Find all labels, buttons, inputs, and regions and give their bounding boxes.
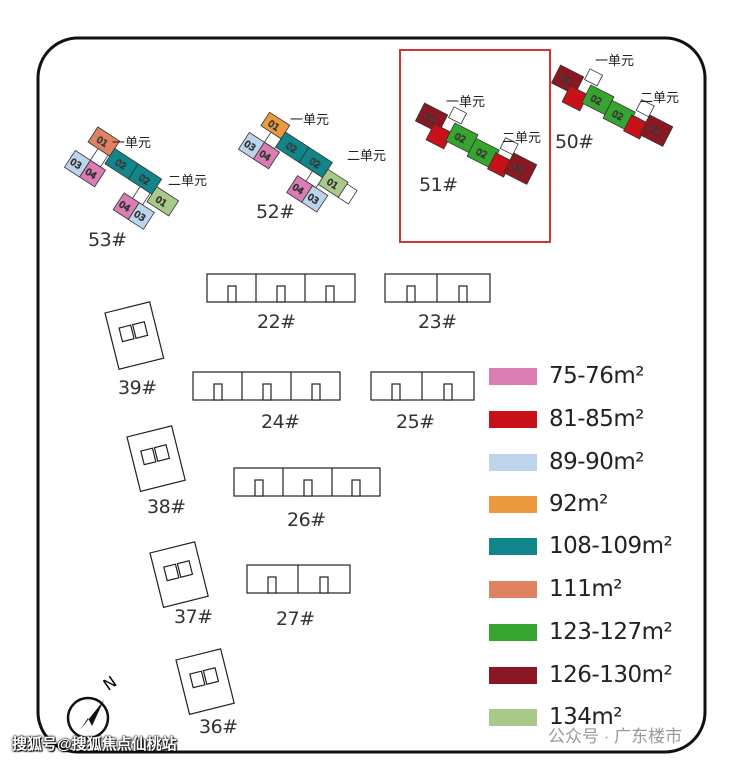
legend-label: 89-90m² [549, 449, 644, 475]
building-52-label: 52# [256, 201, 295, 223]
building-24-label: 24# [261, 411, 300, 433]
legend-swatch [489, 666, 537, 684]
building-23-outline [384, 273, 491, 303]
legend-label: 92m² [549, 491, 608, 517]
building-38-label: 38# [147, 496, 186, 518]
legend-swatch [489, 367, 537, 385]
building-39-label: 39# [118, 377, 157, 399]
legend-item: 134m² [489, 704, 623, 730]
highlight-box-51 [399, 49, 551, 243]
building-53-label: 53# [88, 229, 127, 251]
building-26-label: 26# [287, 509, 326, 531]
building-22-label: 22# [257, 311, 296, 333]
building-52-unit1-label: 一单元 [290, 113, 330, 128]
building-51-unit1-label: 一单元 [446, 95, 486, 110]
building-25-label: 25# [396, 411, 435, 433]
legend-item: 81-85m² [489, 406, 644, 432]
building-52-unit2-label: 二单元 [347, 149, 387, 164]
legend-swatch [489, 708, 537, 726]
legend-item: 108-109m² [489, 533, 673, 559]
building-36-label: 36# [199, 716, 238, 738]
legend-item: 123-127m² [489, 619, 673, 645]
building-37-label: 37# [174, 606, 213, 628]
building-39-outline [104, 301, 165, 371]
legend-item: 126-130m² [489, 662, 673, 688]
building-52-plan: 01 02 02 01 03 04 04 03 [237, 111, 358, 213]
svg-text:02: 02 [452, 132, 467, 146]
building-51-label: 51# [419, 174, 458, 196]
legend-item: 92m² [489, 491, 608, 517]
building-50-unit2-label: 二单元 [640, 91, 680, 106]
legend-label: 108-109m² [549, 533, 673, 559]
legend-swatch [489, 580, 537, 598]
legend-swatch [489, 495, 537, 513]
building-36-outline [175, 648, 235, 716]
building-51-plan: 01 02 02 01 [414, 102, 538, 185]
legend-label: 111m² [549, 576, 623, 602]
legend-label: 123-127m² [549, 619, 673, 645]
building-50-unit1-label: 一单元 [595, 54, 635, 69]
building-25-outline [370, 371, 475, 401]
building-27-label: 27# [276, 608, 315, 630]
svg-text:N: N [100, 672, 121, 694]
building-53-plan: 01 02 02 01 03 04 04 03 [63, 126, 180, 230]
building-27-outline [246, 564, 351, 594]
building-51-unit2-label: 二单元 [502, 131, 542, 146]
legend-swatch [489, 537, 537, 555]
legend-item: 89-90m² [489, 449, 644, 475]
watermark-right: 公众号 · 广东楼市 [548, 727, 683, 746]
legend-label: 134m² [549, 704, 623, 730]
legend-item: 111m² [489, 576, 623, 602]
building-23-label: 23# [418, 311, 457, 333]
building-24-outline [192, 371, 341, 401]
building-53-unit1-label: 一单元 [112, 136, 152, 151]
building-37-outline [149, 541, 209, 609]
building-50-plan: 01 02 02 01 [550, 64, 674, 147]
legend-label: 81-85m² [549, 406, 644, 432]
watermark-left: 搜狐号@搜狐焦点仙桃站 [12, 736, 177, 753]
legend-swatch [489, 623, 537, 641]
building-38-outline [126, 425, 186, 493]
legend-item: 75-76m² [489, 363, 644, 389]
building-26-outline [233, 467, 381, 497]
building-53-unit2-label: 二单元 [168, 174, 208, 189]
legend-swatch [489, 453, 537, 471]
legend-label: 126-130m² [549, 662, 673, 688]
outline-buildings [104, 273, 491, 716]
legend-label: 75-76m² [549, 363, 644, 389]
compass-icon: N [66, 672, 121, 740]
building-22-outline [206, 273, 356, 303]
site-boundary [36, 36, 707, 754]
building-50-label: 50# [555, 131, 594, 153]
legend-swatch [489, 410, 537, 428]
